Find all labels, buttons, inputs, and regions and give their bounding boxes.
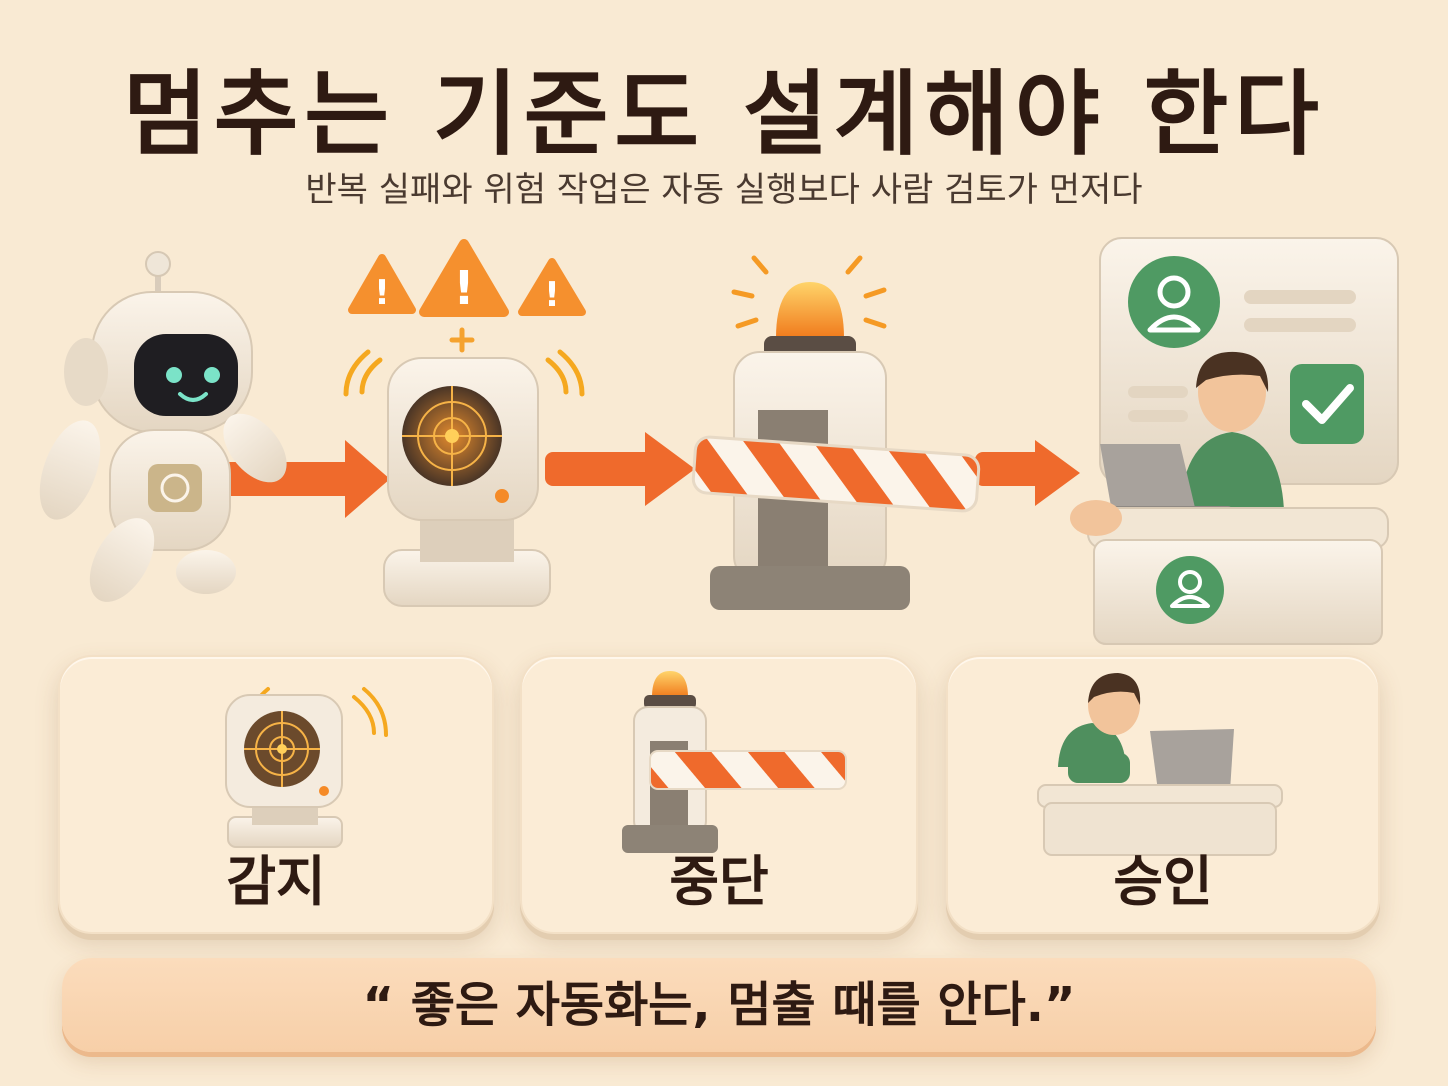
card-label: 승인 [1113,850,1213,913]
flow-arrow-3 [975,440,1080,506]
flow-arrow-2 [545,432,695,506]
card-approve: 승인 [946,655,1380,934]
svg-text:!: ! [544,275,560,315]
warning-icon: ! [419,239,509,317]
svg-text:!: ! [454,261,475,315]
quote-banner: “ 좋은 자동화는, 멈출 때를 안다.” [62,958,1376,1052]
detector-device-icon [343,349,585,607]
detector-icon [225,687,388,848]
barrier-icon [622,671,847,853]
warning-icons: ! ! ! [348,239,586,353]
barrier-gate-icon [691,255,981,610]
page-subtitle: 반복 실패와 위험 작업은 자동 실행보다 사람 검토가 먼저다 [305,170,1143,210]
card-stop: 중단 [520,655,918,934]
warning-icon: ! [518,258,586,316]
card-label: 중단 [669,850,769,913]
robot-agent-icon [39,251,287,602]
process-flow-illustration: ! ! ! [39,237,1399,645]
reviewer-icon [1037,673,1283,856]
warning-icon: ! [348,254,416,314]
svg-text:!: ! [374,273,390,313]
human-review-desk-icon [1070,237,1399,645]
card-detect: 감지 [58,655,494,934]
page-title: 멈추는 기준도 설계해야 한다 [123,61,1325,168]
card-label: 감지 [226,850,326,913]
